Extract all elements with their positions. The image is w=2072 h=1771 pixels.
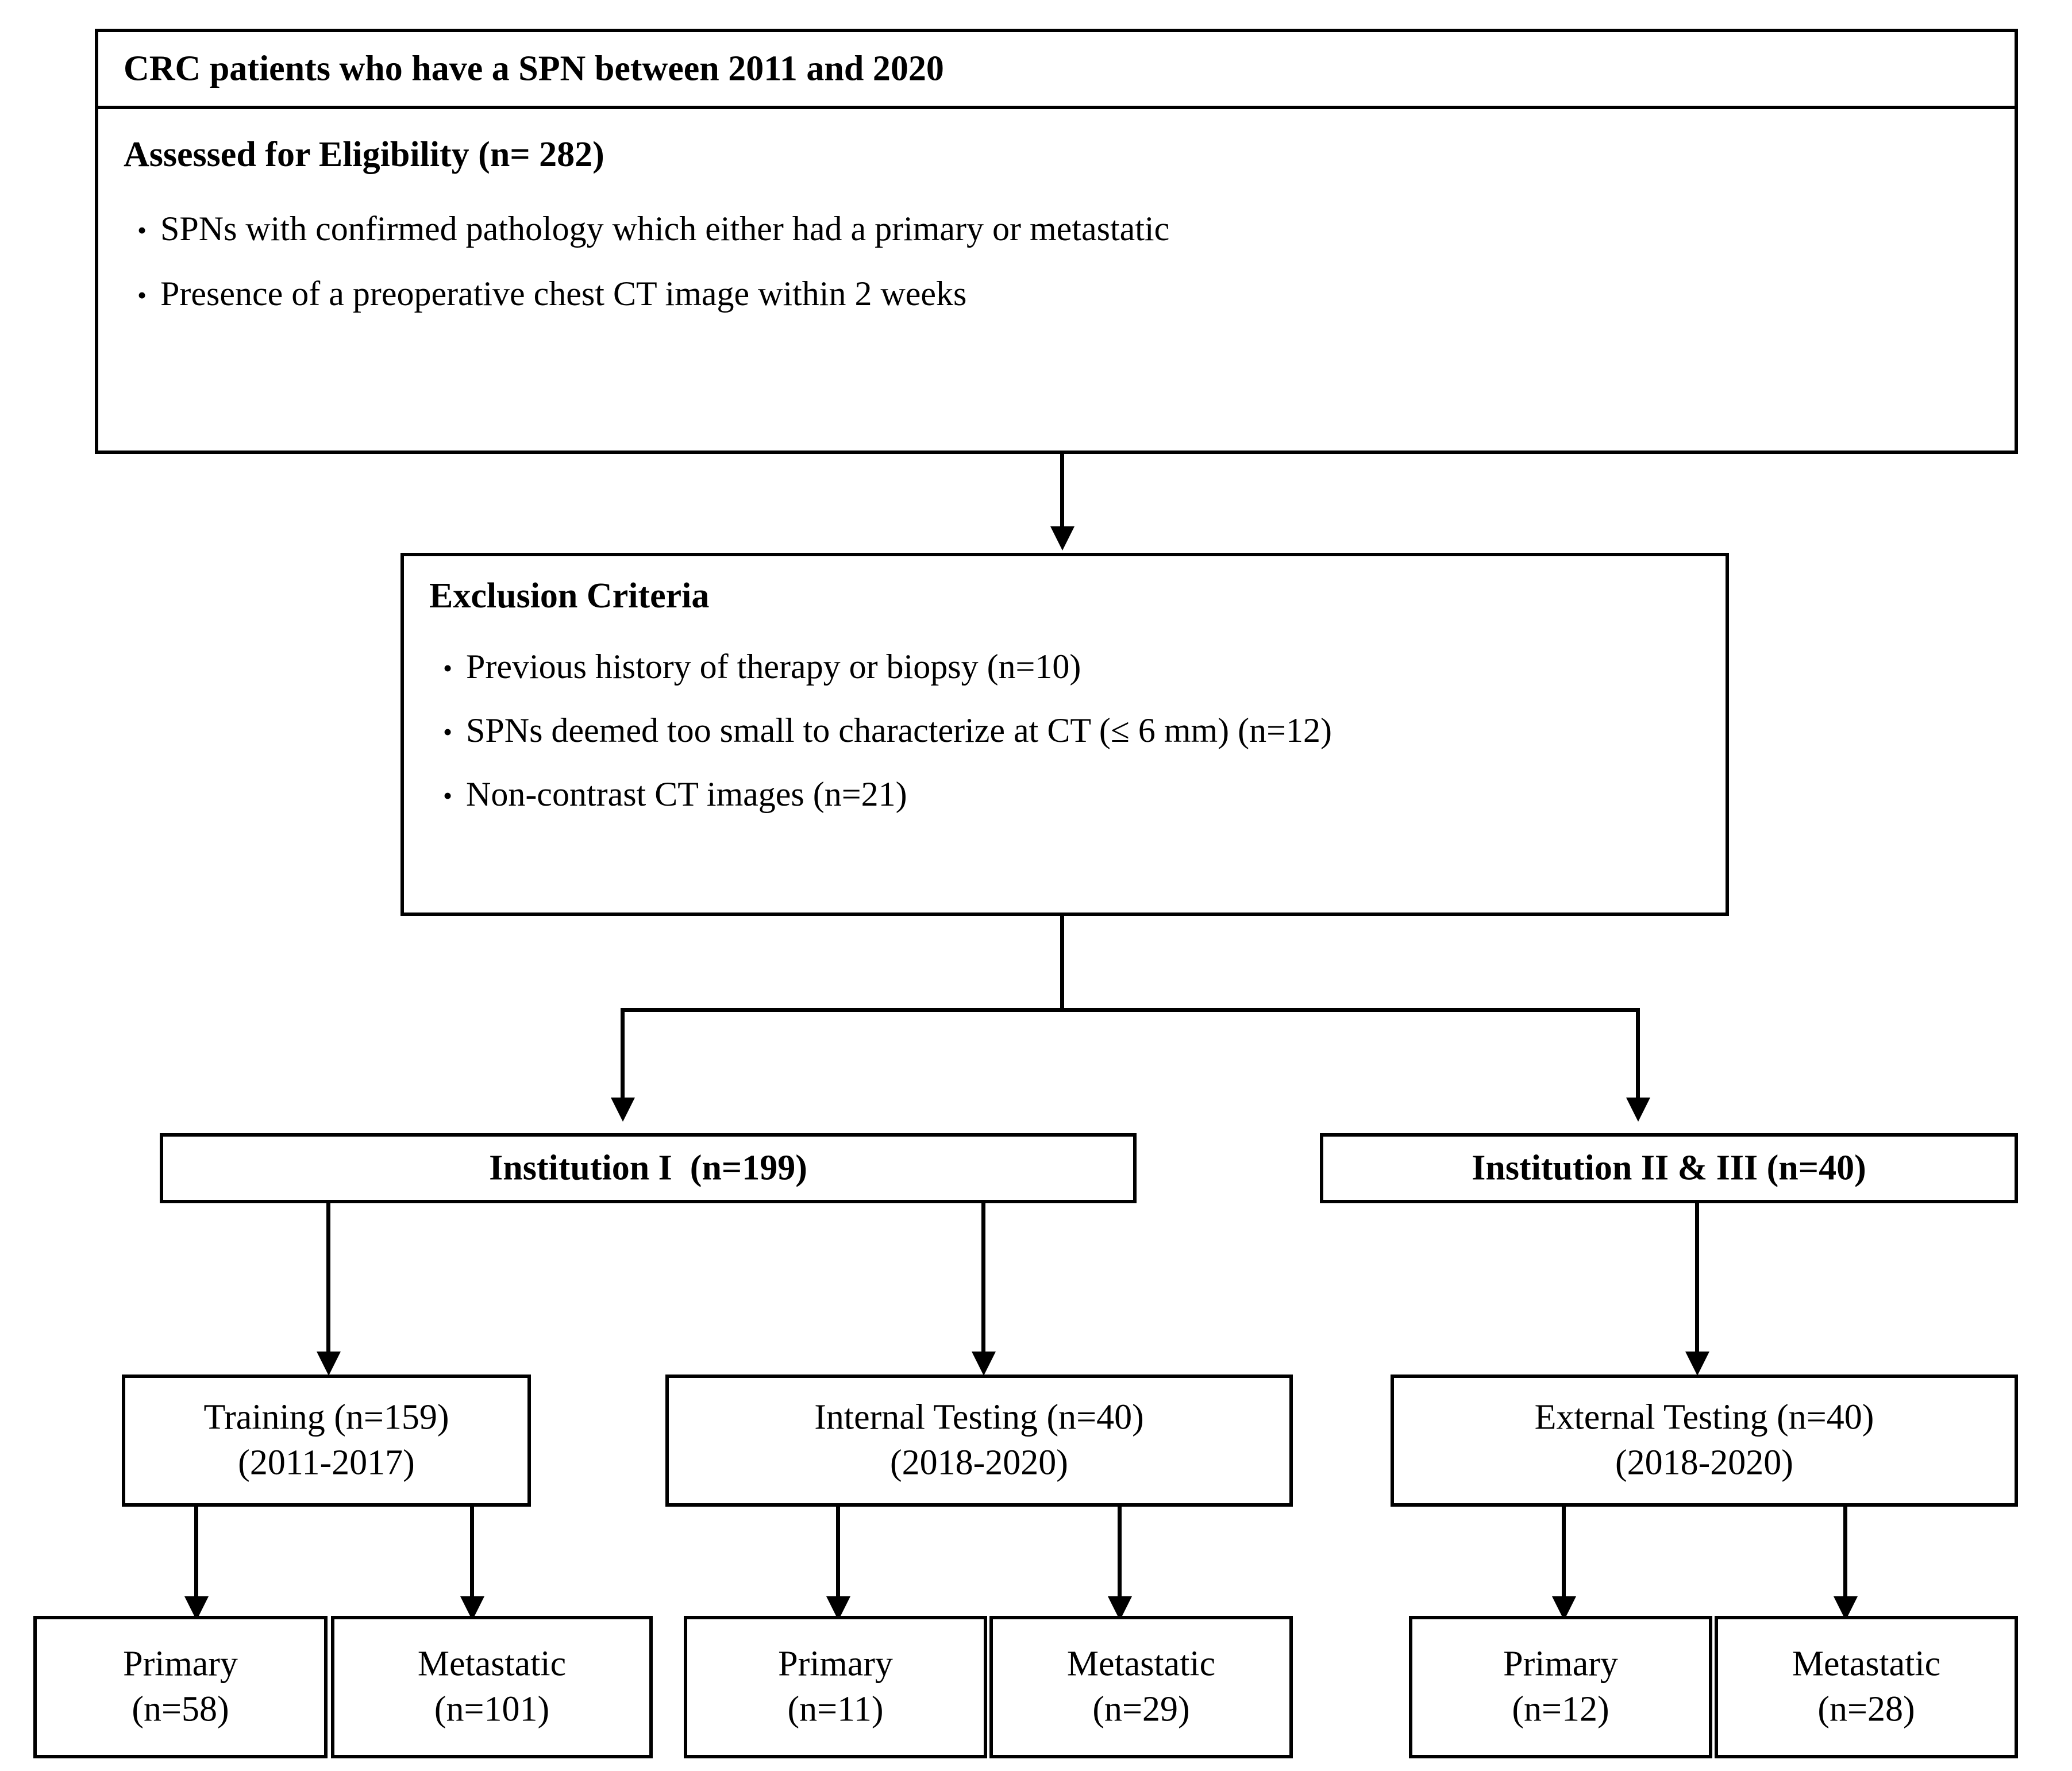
arrowhead-icon [972,1352,996,1376]
list-item: • Previous history of therapy or biopsy … [429,647,1709,687]
outcome-box-internal-primary: Primary (n=11) [684,1616,987,1758]
outcome-label: Metastatic (n=29) [993,1642,1289,1733]
exclusion-criteria-box: Exclusion Criteria • Previous history of… [400,553,1729,916]
eligibility-bullet-list: • SPNs with confirmed pathology which ei… [124,209,1992,314]
connector-to-institution-1 [621,1008,625,1100]
connector-inst2-to-external-testing [1695,1203,1699,1354]
eligibility-bullet-text: SPNs with confirmed pathology which eith… [160,210,1170,248]
connector-inst1-to-internal-testing [981,1203,985,1354]
arrowhead-icon [1050,526,1074,550]
internal-testing-set-box: Internal Testing (n=40) (2018-2020) [665,1375,1293,1507]
internal-testing-label: Internal Testing (n=40) (2018-2020) [669,1395,1289,1487]
bullet-icon: • [442,717,453,746]
connector-external-to-primary [1562,1507,1566,1599]
connector-to-institution-2 [1636,1008,1640,1100]
institution-1-label: Institution I (n=199) [489,1148,807,1188]
outcome-box-training-metastatic: Metastatic (n=101) [331,1616,653,1758]
bullet-icon: • [137,215,147,245]
outcome-label: Primary (n=11) [687,1642,984,1733]
list-item: • Non-contrast CT images (n=21) [429,775,1709,814]
outcome-label: Primary (n=58) [37,1642,324,1733]
list-item: • Presence of a preoperative chest CT im… [124,274,1992,314]
outcome-line1: Primary [1503,1644,1618,1684]
outcome-label: Metastatic (n=28) [1718,1642,2015,1733]
bullet-icon: • [442,653,453,683]
outcome-line1: Metastatic [417,1644,567,1684]
arrowhead-icon [1626,1098,1650,1122]
page-title: CRC patients who have a SPN between 2011… [124,49,944,88]
list-item: • SPNs with confirmed pathology which ei… [124,209,1992,249]
outcome-line2: (n=12) [1512,1690,1609,1729]
exclusion-bullet-text: SPNs deemed too small to characterize at… [466,711,1332,749]
outcome-line1: Primary [778,1644,893,1684]
exclusion-bullet-text: Previous history of therapy or biopsy (n… [466,648,1081,686]
outcome-line1: Metastatic [1792,1644,1941,1684]
outcome-label: Metastatic (n=101) [334,1642,649,1733]
exclusion-bullet-list: • Previous history of therapy or biopsy … [429,647,1709,814]
split-bar-institutions [621,1008,1640,1012]
arrowhead-icon [611,1098,635,1122]
connector-training-to-primary [194,1507,198,1599]
training-set-line1: Training (n=159) [203,1397,449,1437]
outcome-box-external-metastatic: Metastatic (n=28) [1715,1616,2018,1758]
outcome-label: Primary (n=12) [1412,1642,1709,1733]
outcome-line2: (n=28) [1817,1690,1915,1729]
external-testing-set-box: External Testing (n=40) (2018-2020) [1391,1375,2018,1507]
list-item: • SPNs deemed too small to characterize … [429,711,1709,750]
training-set-box: Training (n=159) (2011-2017) [122,1375,531,1507]
outcome-line1: Primary [123,1644,238,1684]
eligibility-section: Assessed for Eligibility (n= 282) • SPNs… [98,106,2015,451]
exclusion-header: Exclusion Criteria [429,576,710,615]
outcome-line2: (n=29) [1092,1690,1190,1729]
outcome-box-internal-metastatic: Metastatic (n=29) [989,1616,1293,1758]
arrowhead-icon [1685,1352,1709,1376]
outcome-line2: (n=58) [132,1690,229,1729]
external-testing-line1: External Testing (n=40) [1534,1397,1874,1437]
outcome-line2: (n=101) [434,1690,550,1729]
connector-top-to-exclusion [1060,454,1064,529]
arrowhead-icon [317,1352,341,1376]
internal-testing-line2: (2018-2020) [890,1443,1068,1483]
bullet-icon: • [137,280,147,310]
training-set-label: Training (n=159) (2011-2017) [125,1395,527,1487]
outcome-box-training-primary: Primary (n=58) [33,1616,328,1758]
institution-1-box: Institution I (n=199) [160,1133,1137,1203]
title-section: CRC patients who have a SPN between 2011… [98,32,2015,109]
connector-internal-to-primary [836,1507,840,1599]
outcome-box-external-primary: Primary (n=12) [1409,1616,1712,1758]
outcome-line1: Metastatic [1066,1644,1216,1684]
exclusion-bullet-text: Non-contrast CT images (n=21) [466,775,907,813]
external-testing-line2: (2018-2020) [1615,1443,1793,1483]
bullet-icon: • [442,781,453,810]
outcome-line2: (n=11) [787,1690,884,1729]
connector-training-to-metastatic [470,1507,474,1599]
eligibility-bullet-text: Presence of a preoperative chest CT imag… [160,275,967,313]
connector-inst1-to-training [326,1203,330,1354]
connector-internal-to-metastatic [1118,1507,1122,1599]
institution-2-label: Institution II & III (n=40) [1472,1148,1866,1188]
training-set-line2: (2011-2017) [238,1443,415,1483]
study-population-box: CRC patients who have a SPN between 2011… [95,29,2018,454]
connector-external-to-metastatic [1843,1507,1847,1599]
external-testing-label: External Testing (n=40) (2018-2020) [1394,1395,2015,1487]
connector-exclusion-stem [1060,916,1064,1008]
eligibility-header: Assessed for Eligibility (n= 282) [124,135,604,174]
institution-2-box: Institution II & III (n=40) [1320,1133,2018,1203]
internal-testing-line1: Internal Testing (n=40) [814,1397,1144,1437]
